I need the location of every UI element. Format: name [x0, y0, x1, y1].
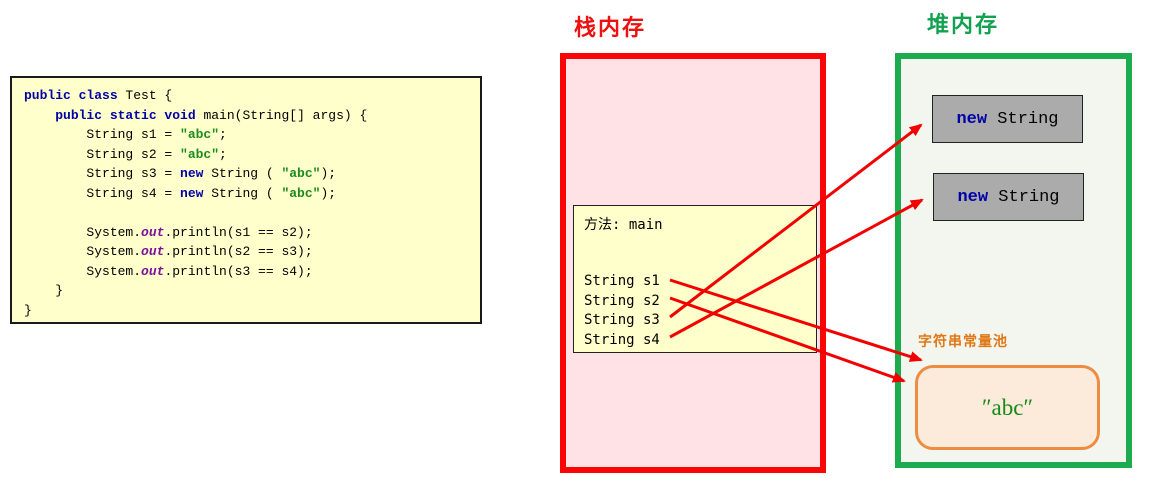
code-token: .println(s3 == s4); [164, 263, 313, 279]
code-token: String [987, 109, 1059, 129]
code-line: System.out.println(s2 == s3); [24, 242, 480, 262]
new-string-object-1: new String [932, 95, 1083, 143]
code-token: ; [219, 127, 227, 142]
code-token: Test { [117, 88, 173, 103]
java-code-panel: public class Test { public static void m… [10, 76, 482, 324]
code-token: String ( [203, 185, 282, 201]
code-token: String s3 = [24, 166, 181, 181]
code-line: String s4 = new String ( ″abc″); [24, 184, 480, 204]
code-token: .println(s1 == s2); [164, 224, 313, 240]
code-token: ″abc″ [180, 146, 220, 162]
code-token: new [180, 166, 204, 181]
code-token: main(String[] args) { [195, 107, 368, 123]
code-line: System.out.println(s3 == s4); [24, 262, 480, 282]
heap-memory-title: 堆内存 [927, 12, 1000, 37]
code-block: public class Test { public static void m… [24, 86, 480, 320]
stack-memory-title: 栈内存 [574, 15, 647, 40]
pool-string-literal: ″abc″ [981, 394, 1034, 420]
code-token: String s2 = [24, 146, 181, 162]
code-line: public class Test { [24, 86, 480, 106]
code-token: ″abc″ [180, 127, 220, 142]
code-token: public class [24, 88, 118, 103]
code-token: ); [320, 166, 337, 181]
code-token: System. [24, 244, 142, 259]
code-line: String s3 = new String ( ″abc″); [24, 164, 480, 184]
stack-variable: String s4 [584, 331, 660, 348]
heap-memory-box: new String new String 字符串常量池 ″abc″ [895, 53, 1132, 468]
code-token: new [956, 109, 988, 129]
stack-variable: String s3 [584, 312, 660, 328]
code-token: } [24, 283, 64, 298]
code-token: String [988, 187, 1060, 207]
frame-title: 方法: main [584, 217, 663, 233]
code-token: System. [24, 224, 142, 240]
new-string-object-2: new String [933, 173, 1084, 221]
code-token: ; [219, 146, 227, 162]
code-token: } [24, 302, 32, 318]
code-token: ); [320, 185, 337, 201]
heap-object-1-label: new String [956, 110, 1058, 129]
string-constant-pool-box: ″abc″ [915, 365, 1100, 450]
code-token: ″abc″ [281, 185, 321, 201]
code-line: } [24, 281, 480, 301]
code-token: String s1 = [24, 127, 181, 142]
code-line [24, 203, 480, 223]
code-token: String s4 = [24, 185, 181, 201]
code-line: System.out.println(s1 == s2); [24, 223, 480, 243]
code-token: out [141, 263, 165, 279]
stack-frame-vars: String s1 String s2 String s3 String s4 [584, 272, 816, 350]
code-token: ″abc″ [281, 166, 321, 181]
code-token: .println(s2 == s3); [164, 244, 313, 259]
heap-object-2-label: new String [957, 188, 1059, 207]
code-line: String s2 = ″abc″; [24, 145, 480, 165]
code-token: String ( [203, 166, 282, 181]
code-token: System. [24, 263, 142, 279]
stack-variable: String s2 [584, 292, 660, 309]
code-line: public static void main(String[] args) { [24, 106, 480, 126]
code-token: out [141, 244, 165, 259]
stack-variable: String s1 [584, 273, 660, 289]
code-token: new [180, 185, 204, 201]
string-constant-pool-label: 字符串常量池 [918, 333, 1008, 349]
code-token: public static void [55, 107, 196, 123]
code-line: } [24, 301, 480, 321]
code-line: String s1 = ″abc″; [24, 125, 480, 145]
code-token [24, 108, 55, 123]
code-token: out [141, 224, 165, 240]
code-token: new [957, 187, 989, 207]
